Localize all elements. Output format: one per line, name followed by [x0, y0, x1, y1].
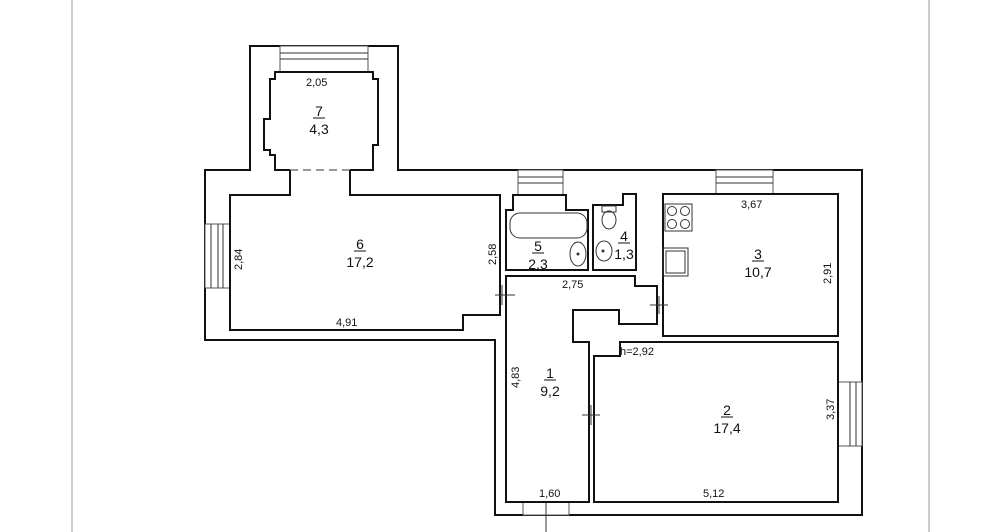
bathtub-icon — [509, 212, 588, 239]
room-1-number: 1 — [546, 365, 554, 381]
door-markers — [495, 285, 668, 425]
room-6-height-left: 2,84 — [233, 249, 245, 270]
room-5-number: 5 — [534, 238, 542, 254]
room-7-area: 4,3 — [309, 121, 329, 137]
ceiling-height: h=2,92 — [620, 346, 654, 358]
room-2-width: 5,12 — [703, 488, 724, 500]
outer-wall — [204, 45, 863, 516]
room-3-height: 2,91 — [822, 263, 834, 284]
room-4-area: 1,3 — [614, 246, 634, 262]
room-3-width: 3,67 — [741, 199, 762, 211]
room-2-height: 3,37 — [825, 399, 837, 420]
stove-icon — [664, 203, 693, 232]
room-6-height-right: 2,58 — [487, 244, 499, 265]
sink-icon — [569, 241, 587, 267]
room-7-width: 2,05 — [306, 77, 327, 89]
room-5-area: 2,3 — [528, 256, 548, 272]
room-6-outline — [229, 170, 501, 331]
kitchen-sink-icon — [662, 247, 689, 277]
room-6-number: 6 — [356, 236, 364, 252]
room-6-area: 17,2 — [346, 254, 373, 270]
window-top-kitchen — [715, 169, 774, 195]
room-2-outline — [593, 341, 839, 503]
room-7-number: 7 — [315, 103, 323, 119]
window-left-room6 — [204, 223, 231, 289]
room-1-width: 1,60 — [539, 488, 560, 500]
room-4-outline — [592, 193, 637, 271]
room-5-width: 2,75 — [562, 279, 583, 291]
window-top-bathroom — [517, 169, 564, 196]
entrance-bottom — [522, 501, 570, 532]
toilet-icon — [601, 205, 617, 230]
room-3-number: 3 — [754, 246, 762, 262]
window-right-room2 — [837, 381, 863, 447]
room-1-outline — [505, 275, 658, 503]
room-3-area: 10,7 — [744, 264, 771, 280]
window-top-balcony — [279, 45, 369, 73]
room-4-number: 4 — [620, 228, 628, 244]
washbasin-icon — [595, 240, 613, 262]
room-7-outline — [263, 71, 379, 171]
room-2-area: 17,4 — [713, 420, 740, 436]
room-6-width: 4,91 — [336, 317, 357, 329]
room-1-area: 9,2 — [540, 383, 560, 399]
room-1-height: 4,83 — [510, 367, 522, 388]
room-2-number: 2 — [723, 402, 731, 418]
room-5-outline — [505, 194, 589, 271]
